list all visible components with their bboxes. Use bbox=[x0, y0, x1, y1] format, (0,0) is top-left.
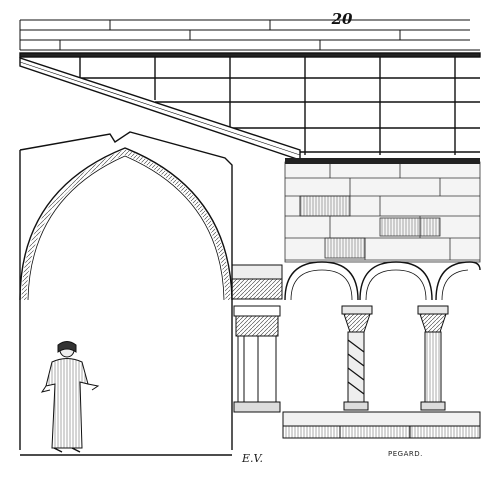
wall-masonry bbox=[284, 158, 481, 263]
engraver-signature: PEGARD. bbox=[388, 450, 423, 458]
arcade-plinth bbox=[231, 411, 481, 450]
artist-monogram: E.V. bbox=[242, 452, 264, 465]
rafter-beam bbox=[19, 57, 301, 161]
plate-number: 20 bbox=[331, 10, 353, 28]
column-shaft bbox=[417, 305, 449, 411]
monk-figure bbox=[40, 341, 100, 453]
gothic-arch bbox=[19, 131, 233, 456]
roof-lattice bbox=[19, 52, 481, 155]
cloister-arcade bbox=[284, 261, 481, 301]
twisted-column bbox=[341, 305, 373, 411]
top-masonry bbox=[19, 19, 480, 51]
corner-pier bbox=[231, 264, 283, 413]
